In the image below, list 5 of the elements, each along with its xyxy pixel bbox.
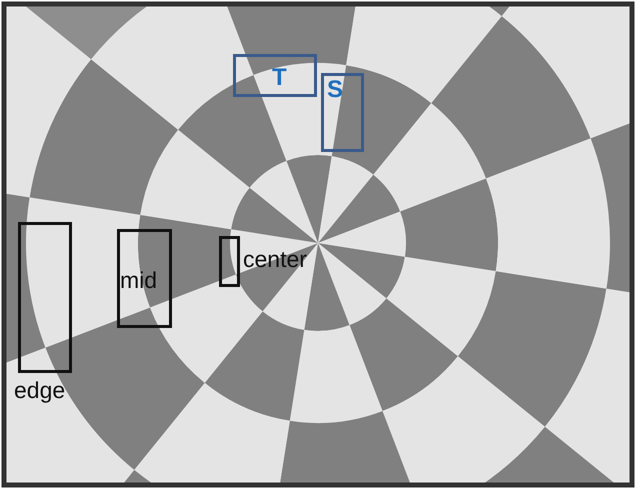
region-label: mid bbox=[120, 269, 158, 292]
region-label: center bbox=[243, 248, 307, 271]
region-label: T bbox=[272, 66, 287, 90]
region-label: S bbox=[327, 78, 344, 102]
region-label: edge bbox=[14, 379, 66, 402]
